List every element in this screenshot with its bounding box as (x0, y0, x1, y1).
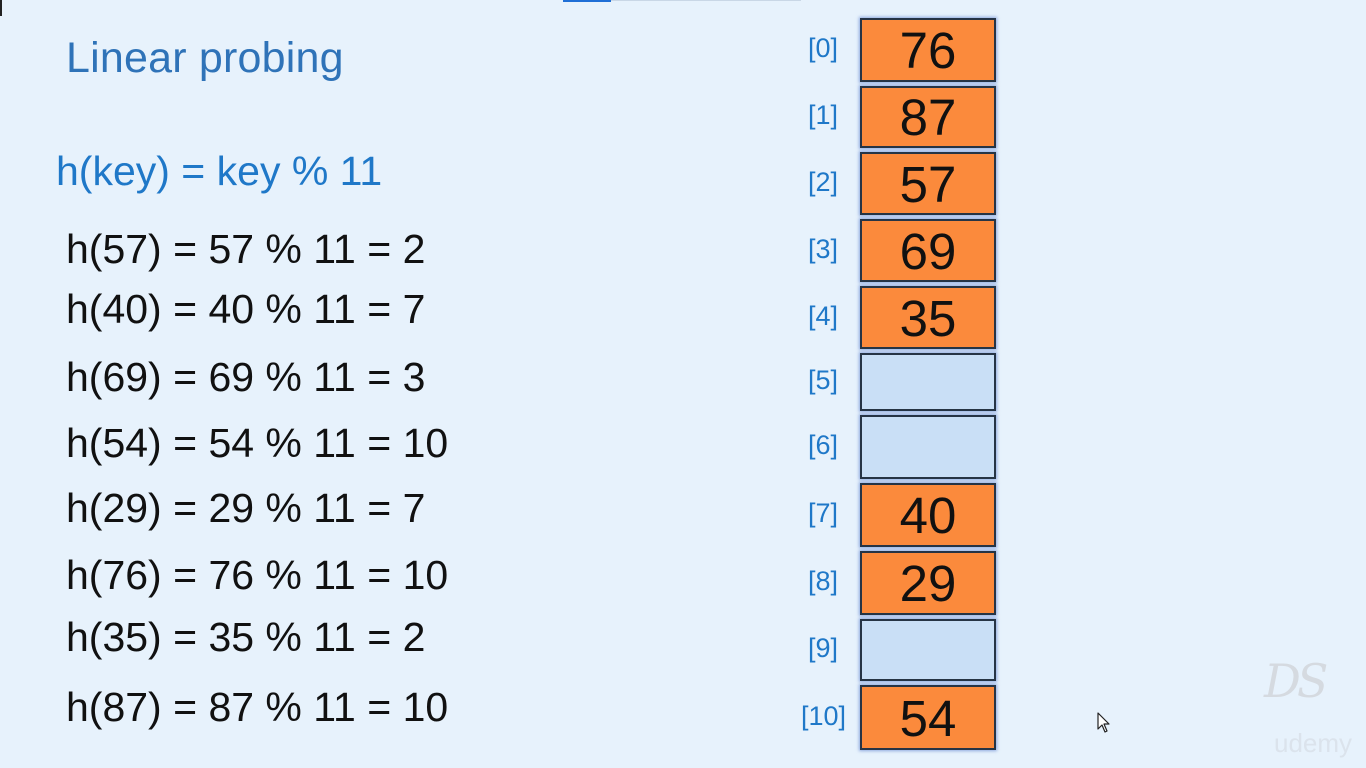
table-cell-empty (860, 415, 996, 479)
table-cell-filled: 57 (860, 152, 996, 215)
window-edge-mark (0, 0, 2, 16)
equation-line: h(35) = 35 % 11 = 2 (66, 614, 426, 660)
table-index-label: [4] (807, 300, 838, 331)
table-index-label: [0] (807, 33, 838, 63)
equation-line: h(69) = 69 % 11 = 3 (66, 354, 426, 400)
table-index-label: [2] (807, 166, 838, 197)
table-index-label: [9] (807, 633, 838, 663)
udemy-watermark: udemy (1274, 728, 1353, 758)
table-index-label: [6] (807, 430, 838, 460)
table-index-label: [10] (800, 700, 846, 731)
table-cell-empty (860, 619, 996, 681)
ds-logo-watermark: DS (1264, 654, 1328, 708)
equation-line: h(54) = 54 % 11 = 10 (66, 420, 449, 466)
table-cell-filled: 40 (860, 483, 996, 547)
table-cell-empty (860, 353, 996, 411)
table-index-label: [1] (807, 100, 838, 130)
mouse-cursor-icon (1097, 712, 1110, 733)
table-cell-filled: 54 (860, 685, 996, 750)
table-cell-filled: 29 (860, 551, 996, 615)
table-cell-filled: 69 (860, 219, 996, 282)
hash-function-definition: h(key) = key % 11 (56, 148, 383, 194)
equation-line: h(29) = 29 % 11 = 7 (66, 485, 426, 531)
table-index-label: [7] (807, 498, 838, 528)
slide-title: Linear probing (66, 34, 344, 82)
video-progress-track[interactable] (611, 0, 801, 1)
equation-line: h(40) = 40 % 11 = 7 (66, 286, 426, 332)
table-index-label: [8] (807, 566, 838, 596)
table-cell-filled: 35 (860, 286, 996, 349)
video-progress-fill[interactable] (563, 0, 611, 2)
table-index-label: [5] (807, 365, 838, 395)
table-index-label: [3] (807, 233, 838, 264)
equation-line: h(57) = 57 % 11 = 2 (66, 226, 426, 272)
table-cell-filled: 76 (860, 18, 996, 82)
table-cell-filled: 87 (860, 86, 996, 148)
equation-line: h(76) = 76 % 11 = 10 (66, 552, 449, 598)
equation-line: h(87) = 87 % 11 = 10 (66, 684, 449, 730)
